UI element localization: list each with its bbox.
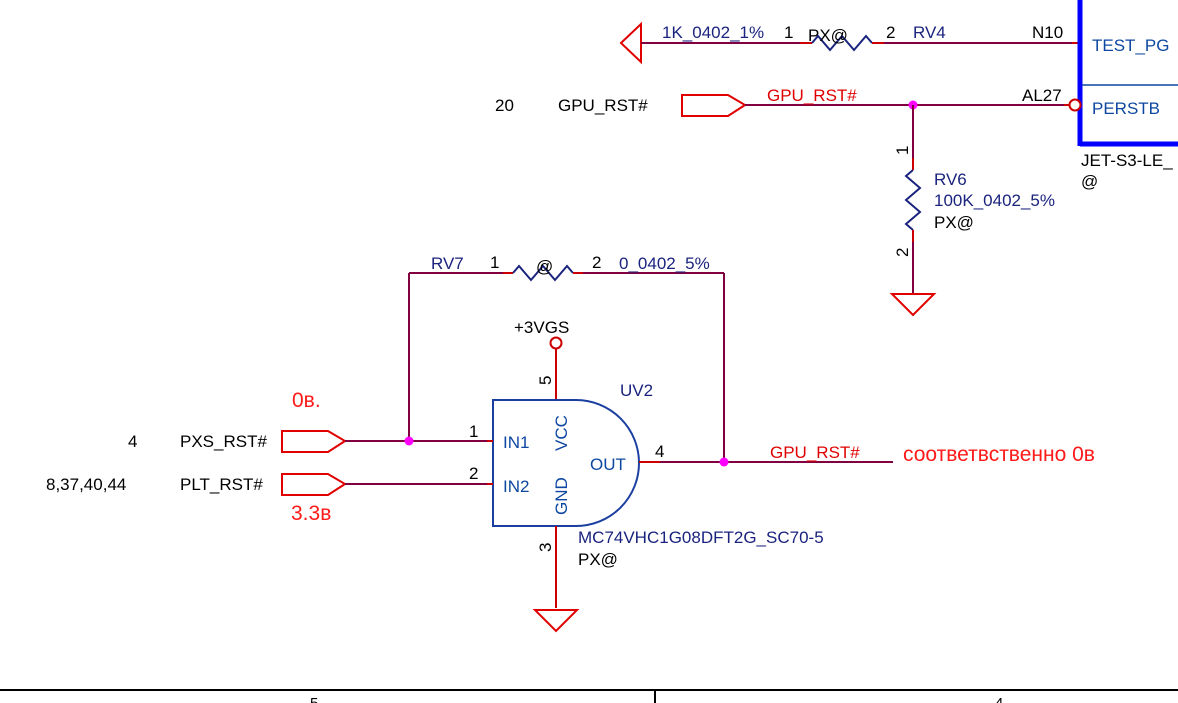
- plt-page-numbers: 8,37,40,44: [46, 475, 126, 494]
- rv4-resistor-symbol[interactable]: [811, 34, 873, 52]
- rv4-pin1-number: 1: [784, 23, 793, 42]
- out-pin-number: 4: [655, 442, 664, 461]
- plt-net-label: PLT_RST#: [180, 475, 263, 494]
- gpu-rst-offpage-connector[interactable]: [681, 94, 747, 117]
- out-junction: [719, 457, 729, 467]
- and-gate-body[interactable]: [492, 399, 640, 527]
- pxs-rst-input: 4 PXS_RST# 1: [128, 422, 493, 453]
- gpu-rst-net-label: GPU_RST#: [767, 86, 857, 105]
- pxs-junction: [404, 436, 414, 446]
- perstb-pin-label: PERSTB: [1092, 99, 1160, 118]
- perstb-inversion-bubble: [1068, 98, 1082, 112]
- pxs-page-number: 4: [128, 432, 137, 451]
- power-terminal: [549, 336, 563, 350]
- test-pg-pin-label: TEST_PG: [1092, 36, 1169, 55]
- gnd-pin-number: 3: [536, 543, 555, 552]
- in1-pin-label: IN1: [503, 433, 529, 452]
- frame-zone-right-number: 4: [995, 695, 1003, 703]
- uv2-option: PX@: [578, 550, 618, 569]
- gate-output: 4 GPU_RST#: [639, 442, 893, 467]
- uv2-ground-symbol: [532, 609, 580, 633]
- rv7-pin1-number: 1: [490, 253, 499, 272]
- rv7-reference: RV7: [431, 254, 464, 273]
- gpu-block: TEST_PG PERSTB JET-S3-LE_ @: [1077, 0, 1178, 191]
- n10-ball-label: N10: [1032, 23, 1063, 42]
- output-state-annotation: соответвственно 0в: [903, 443, 1095, 466]
- block-name: JET-S3-LE_: [1081, 151, 1173, 170]
- pxs-state-annotation: 0в.: [292, 389, 321, 412]
- rv4-pin2-number: 2: [886, 23, 895, 42]
- uv2-part-number: MC74VHC1G08DFT2G_SC70-5: [578, 528, 824, 547]
- in1-pin-number: 1: [469, 422, 478, 441]
- power-net-label: +3VGS: [514, 318, 569, 337]
- vcc-pin-number: 5: [536, 376, 555, 385]
- drawing-frame: 5 4: [0, 689, 1178, 703]
- gpu-rst-page-number: 20: [495, 96, 514, 115]
- out-net-label: GPU_RST#: [770, 443, 860, 462]
- rv4-option: PX@: [808, 26, 848, 45]
- in2-pin-label: IN2: [503, 477, 529, 496]
- offpage-connector-arrow[interactable]: [619, 21, 642, 65]
- rv7-option: @: [536, 257, 553, 276]
- in2-pin-number: 2: [469, 464, 478, 483]
- uv2-gate: +3VGS 5 UV2 IN1 IN2 VCC GND OUT 3 MC74VH…: [492, 318, 824, 633]
- rv4-reference: RV4: [913, 23, 946, 42]
- uv2-reference: UV2: [620, 381, 653, 400]
- rv4-offpage-label: 1K_0402_1%: [662, 23, 764, 42]
- rv7-resistor-symbol[interactable]: [512, 264, 574, 282]
- block-option: @: [1081, 172, 1098, 191]
- pxs-net-label: PXS_RST#: [180, 432, 267, 451]
- rv6-value: 100K_0402_5%: [934, 191, 1055, 210]
- rv4-row: 1K_0402_1% 1 PX@ 2 RV4 N10: [619, 21, 1080, 65]
- rv6-resistor-symbol[interactable]: [904, 169, 922, 231]
- annotations: 0в. 3.3в соответвственно 0в: [291, 389, 1095, 525]
- rv6-pin1-number: 1: [893, 146, 912, 155]
- rv7-resistor: RV7 1 @ 2 0_0402_5%: [408, 253, 725, 462]
- gpu-rst-row: 20 GPU_RST# GPU_RST# AL27: [495, 86, 1082, 117]
- al27-ball-label: AL27: [1022, 86, 1062, 105]
- gpu-rst-left-label: GPU_RST#: [558, 96, 648, 115]
- frame-zone-left-number: 5: [310, 695, 318, 703]
- plt-state-annotation: 3.3в: [291, 502, 331, 525]
- pxs-offpage-connector[interactable]: [281, 430, 347, 453]
- plt-offpage-connector[interactable]: [281, 473, 347, 496]
- vcc-pin-label: VCC: [552, 415, 571, 451]
- rv6-resistor: 1 2 RV6 100K_0402_5% PX@: [889, 105, 1055, 317]
- gnd-pin-label: GND: [552, 477, 571, 515]
- rv6-ground-symbol: [889, 293, 937, 317]
- out-pin-label: OUT: [590, 455, 626, 474]
- rv6-reference: RV6: [934, 170, 967, 189]
- rv7-value: 0_0402_5%: [619, 254, 710, 273]
- rv6-pin2-number: 2: [893, 248, 912, 257]
- plt-rst-input: 8,37,40,44 PLT_RST# 2: [46, 464, 493, 496]
- rv7-pin2-number: 2: [592, 253, 601, 272]
- rv6-option: PX@: [934, 213, 974, 232]
